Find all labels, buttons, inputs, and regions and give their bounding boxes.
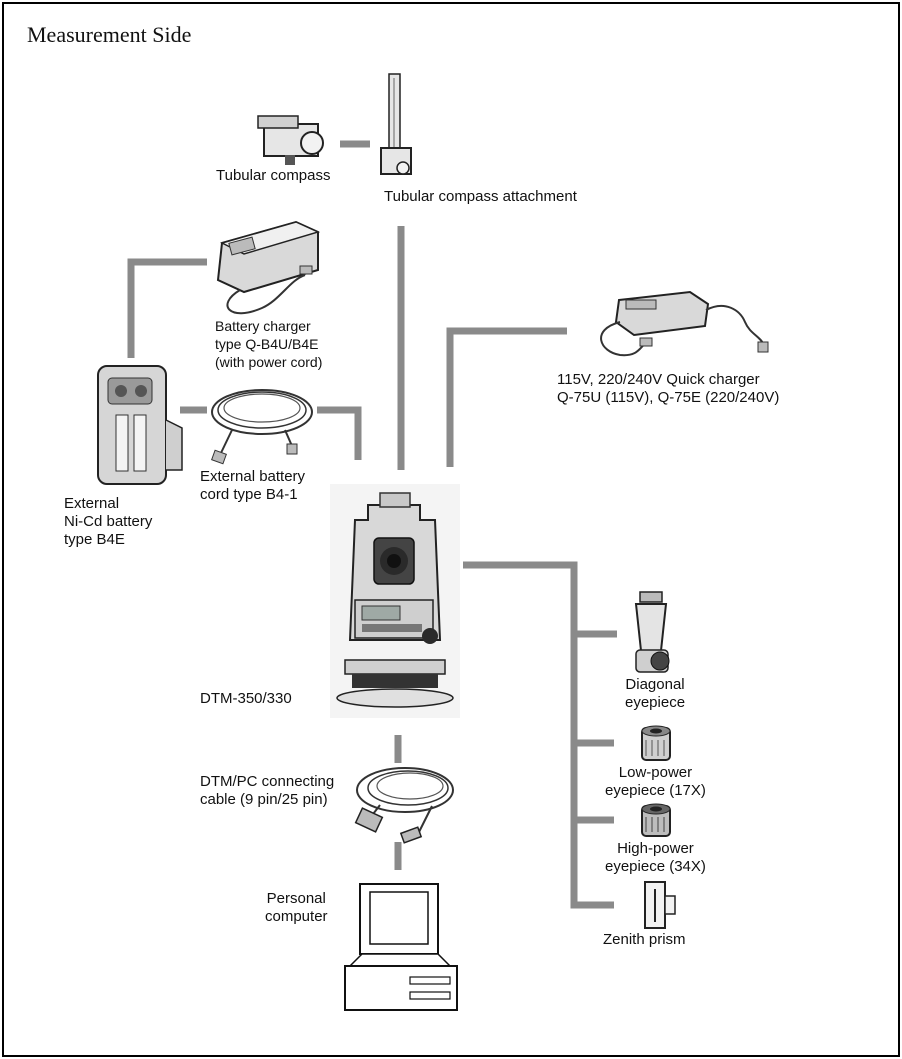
zenith-prism-image: [644, 881, 676, 929]
label-tubular-compass: Tubular compass: [216, 167, 331, 184]
high-power-eyepiece-image: [641, 803, 671, 837]
label-external-battery-cord: External battery cord type B4-1: [200, 468, 306, 503]
label-personal-computer: Personal computer: [265, 890, 328, 925]
battery-charger-image: [216, 220, 321, 315]
instrument-image: [330, 484, 460, 718]
connector-charger-battery: [127, 258, 207, 358]
label-high-power-eyepiece: High-power eyepiece (34X): [605, 840, 706, 875]
label-battery-charger: Battery charger type Q-B4U/B4E (with pow…: [215, 318, 323, 370]
label-tubular-compass-attachment: Tubular compass attachment: [384, 188, 577, 205]
label-connecting-cable: DTM/PC connecting cable (9 pin/25 pin): [200, 773, 335, 808]
diagonal-eyepiece-image: [634, 591, 670, 673]
external-battery-cord-image: [211, 389, 313, 465]
connector-lines: [127, 140, 617, 909]
label-low-power-eyepiece: Low-power eyepiece (17X): [605, 764, 706, 799]
tubular-compass-attachment-image: [380, 73, 412, 175]
label-zenith-prism: Zenith prism: [603, 931, 686, 948]
external-battery-image: [97, 365, 183, 485]
personal-computer-image: [344, 883, 458, 1011]
quick-charger-image: [600, 290, 769, 357]
tubular-compass-image: [257, 115, 324, 165]
connector-eyepieces-trunk: [463, 561, 614, 909]
label-quick-charger: 115V, 220/240V Quick charger Q-75U (115V…: [557, 371, 780, 406]
label-diagonal-eyepiece: Diagonal eyepiece: [625, 676, 686, 711]
diagram-title: Measurement Side: [27, 22, 192, 47]
connector-quick-charger: [446, 327, 567, 467]
low-power-eyepiece-image: [641, 725, 671, 761]
label-external-battery: External Ni-Cd battery type B4E: [64, 495, 153, 548]
connecting-cable-image: [354, 767, 454, 844]
label-instrument: DTM-350/330: [200, 690, 292, 707]
connector-cord-instrument: [317, 406, 362, 460]
